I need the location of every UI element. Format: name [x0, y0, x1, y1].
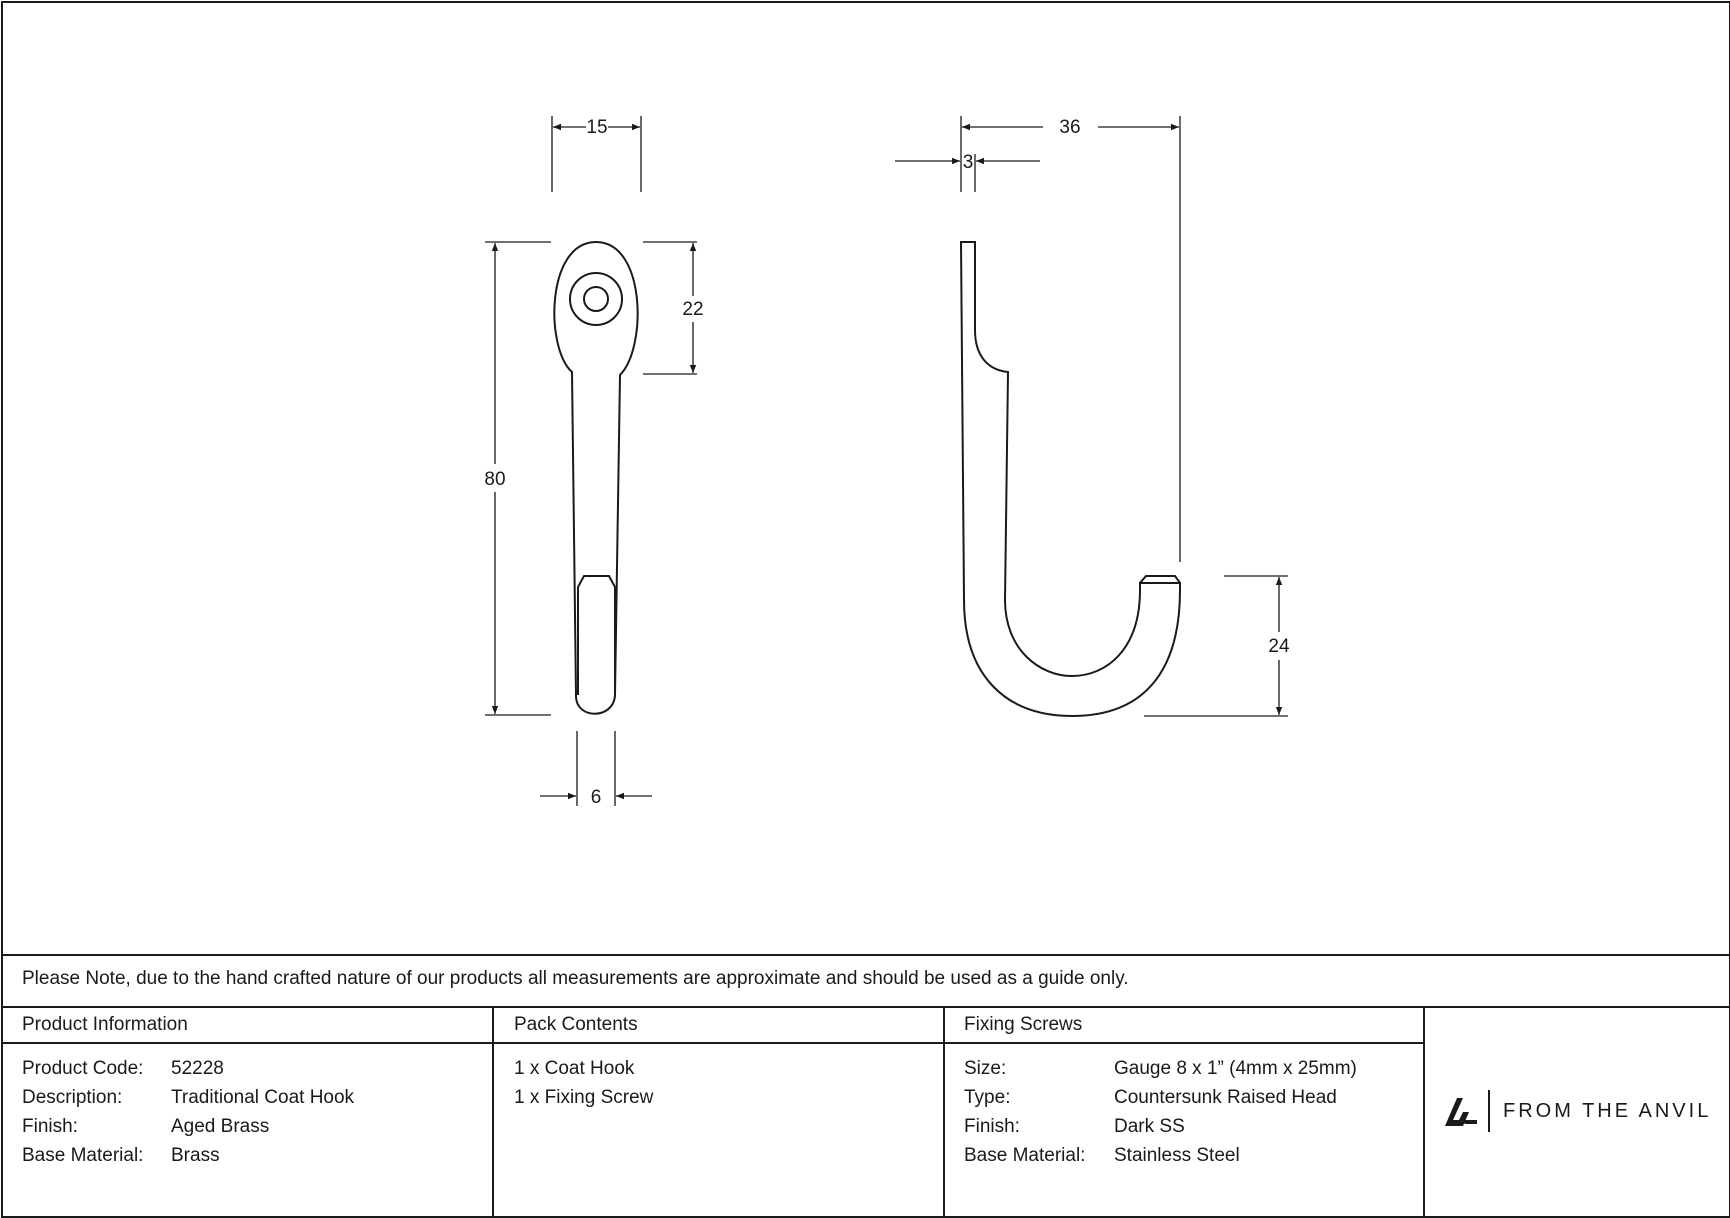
table-divider-2 [943, 1006, 945, 1216]
disclaimer-note: Please Note, due to the hand crafted nat… [22, 968, 1129, 989]
table-top-rule [1, 1006, 1729, 1008]
screw-hole-inner [583, 286, 609, 312]
note-top-rule [1, 954, 1729, 956]
screw-hole-outer [569, 272, 623, 326]
hook-tip-side [1139, 575, 1181, 584]
side-view-outline [959, 241, 1181, 718]
front-view-outline [553, 240, 639, 715]
anvil-logo-icon [1445, 1098, 1477, 1126]
table-header-rule [1, 1042, 1425, 1044]
hook-tip-front [577, 575, 616, 588]
dim-label-height: 80 [484, 469, 505, 490]
dim-label-plate-thickness: 3 [963, 152, 974, 173]
technical-drawing: 15 80 22 6 36 3 24 [484, 116, 1290, 808]
pack-contents-item: 1 x Fixing Screw [514, 1087, 654, 1108]
product-info-heading: Product Information [22, 1014, 188, 1035]
product-info-value: 52228 [171, 1058, 224, 1079]
product-info-label: Description: [22, 1087, 123, 1108]
pack-contents-heading: Pack Contents [514, 1014, 638, 1035]
dim-label-projection: 36 [1059, 117, 1080, 138]
side-extension-lines [960, 116, 1288, 717]
pack-contents-item: 1 x Coat Hook [514, 1058, 635, 1079]
product-info-label: Base Material: [22, 1145, 144, 1166]
fixing-screws-value: Dark SS [1114, 1116, 1185, 1137]
fixing-screws-value: Stainless Steel [1114, 1145, 1240, 1166]
logo-divider [1488, 1090, 1490, 1132]
table-divider-3 [1423, 1006, 1425, 1216]
front-view-hook [553, 240, 639, 715]
logo-text: FROM THE ANVIL [1503, 1100, 1712, 1122]
fixing-screws-label: Type: [964, 1087, 1011, 1108]
table-divider-1 [492, 1006, 494, 1216]
dim-label-head-width: 15 [586, 117, 607, 138]
dim-label-tip-width: 6 [591, 787, 602, 808]
fixing-screws-heading: Fixing Screws [964, 1014, 1083, 1035]
fixing-screws-value: Gauge 8 x 1” (4mm x 25mm) [1114, 1058, 1357, 1079]
brand-logo: FROM THE ANVIL [1443, 1090, 1713, 1134]
dim-label-plate-length: 22 [682, 299, 703, 320]
product-info-value: Aged Brass [171, 1116, 270, 1137]
fixing-screws-label: Size: [964, 1058, 1007, 1079]
fixing-screws-label: Base Material: [964, 1145, 1086, 1166]
product-info-value: Traditional Coat Hook [171, 1087, 355, 1108]
dim-label-hook-depth: 24 [1268, 636, 1290, 657]
fixing-screws-value: Countersunk Raised Head [1114, 1087, 1337, 1108]
side-view-hook [959, 241, 1181, 718]
product-info-label: Product Code: [22, 1058, 144, 1079]
fixing-screws-label: Finish: [964, 1116, 1020, 1137]
product-info-value: Brass [171, 1145, 220, 1166]
front-extension-lines [485, 116, 697, 806]
product-info-label: Finish: [22, 1116, 78, 1137]
